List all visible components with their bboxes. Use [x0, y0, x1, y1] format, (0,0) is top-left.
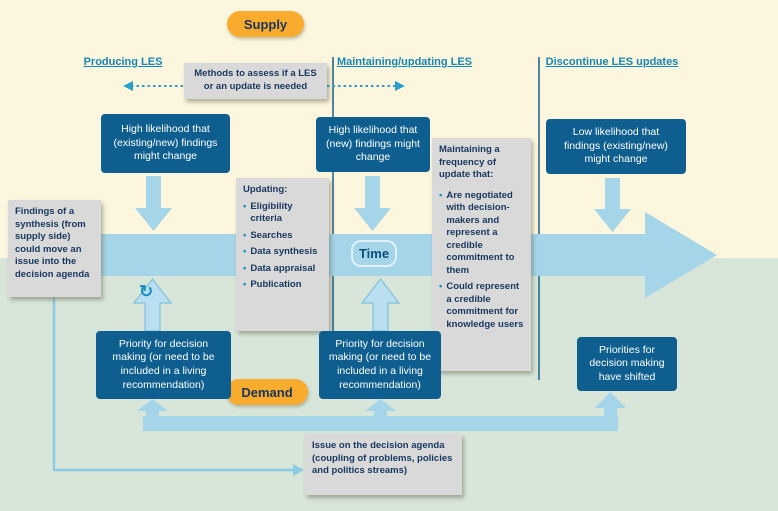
methods-box: Methods to assess if a LES or an update … [184, 63, 327, 99]
list-item-label: Are negotiated with decision-makers and … [446, 189, 515, 276]
maintaining-frequency-title: Maintaining a frequency of update that: [439, 144, 500, 181]
main-timeline-arrow [100, 212, 717, 298]
list-item: • Eligibility criteria [243, 201, 322, 226]
findings-synthesis-box: Findings of a synthesis (from supply sid… [8, 200, 101, 297]
list-item-label: Publication [250, 279, 302, 291]
list-item-label: Eligibility criteria [250, 200, 293, 225]
down-arrow-producing [135, 176, 172, 231]
bullet-icon: • [243, 200, 247, 212]
high-likelihood-existing-box: High likelihood that (existing/new) find… [101, 114, 230, 173]
priority-left-box: Priority for decision making (or need to… [96, 331, 231, 399]
dotted-arrowhead-left [123, 81, 133, 91]
list-item: • Data appraisal [243, 263, 322, 276]
high-likelihood-new-box: High likelihood that (new) findings migh… [316, 117, 430, 172]
up-arrow-priority-center [360, 278, 401, 332]
list-item: • Searches [243, 230, 322, 243]
bullet-icon: • [243, 229, 247, 241]
agenda-stub-center [365, 399, 396, 417]
bullet-icon: • [243, 279, 247, 291]
up-arrow-priority-left [132, 278, 173, 332]
list-item-label: Searches [250, 229, 293, 241]
time-label: Time [351, 240, 397, 267]
phase-header-discontinue: Discontinue LES updates [545, 56, 679, 68]
low-likelihood-box: Low likelihood that findings (existing/n… [546, 119, 686, 174]
issue-agenda-box: Issue on the decision agenda (coupling o… [305, 434, 462, 495]
list-item: • Data synthesis [243, 246, 322, 259]
bullet-icon: • [439, 281, 443, 293]
list-item-label: Could represent a credible commitment fo… [446, 281, 524, 330]
phase-header-maintaining: Maintaining/updating LES [336, 56, 473, 68]
updating-box: Updating: • Eligibility criteria • Searc… [236, 178, 329, 331]
supply-label: Supply [227, 11, 304, 37]
agenda-stub-left [137, 399, 168, 417]
list-item-label: Data appraisal [250, 262, 316, 274]
down-arrow-maintaining [354, 176, 391, 231]
list-item-label: Data synthesis [250, 246, 318, 258]
connector-arrowhead [293, 464, 304, 476]
demand-label: Demand [226, 379, 308, 405]
list-item: • Are negotiated with decision-makers an… [439, 190, 524, 278]
bullet-icon: • [439, 189, 443, 201]
down-arrow-discontinue [594, 178, 631, 232]
list-item: • Could represent a credible commitment … [439, 281, 524, 331]
agenda-stub-right [595, 392, 626, 417]
agenda-bar [143, 416, 618, 431]
findings-to-issue-connector [52, 297, 294, 472]
bullet-icon: • [243, 262, 247, 274]
maintaining-frequency-box: Maintaining a frequency of update that: … [432, 138, 531, 371]
bullet-icon: • [243, 246, 247, 258]
phase-header-producing: Producing LES [83, 56, 163, 68]
cycle-icon: ↻ [139, 282, 154, 301]
priority-center-box: Priority for decision making (or need to… [319, 331, 441, 399]
updating-title: Updating: [243, 184, 288, 195]
dotted-arrowhead-right [395, 81, 405, 91]
list-item: • Publication [243, 279, 322, 292]
priorities-shifted-box: Priorities for decision making have shif… [577, 337, 677, 391]
